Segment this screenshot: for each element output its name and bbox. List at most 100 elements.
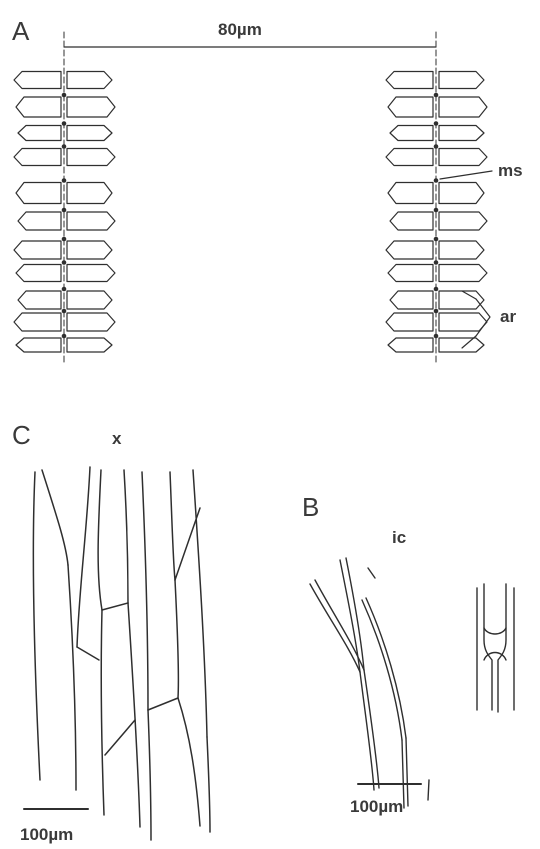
pit-border-upper [484, 628, 506, 634]
tracheid-wall-15 [207, 737, 210, 832]
ar-pointer-upper [462, 291, 476, 299]
right-ray-cell-left [386, 241, 433, 259]
left-ray-cell-left [16, 338, 61, 352]
right-ray-cell-left [386, 72, 433, 89]
end-wall-1 [77, 647, 99, 660]
panel-a-label: A [12, 16, 30, 46]
ms-pointer [440, 171, 492, 179]
tracheid-wall-10 [148, 710, 151, 840]
ic-strand-2 [315, 580, 364, 670]
left-ray-cell-right [67, 212, 115, 230]
left-middle-septum-dot [62, 208, 67, 213]
pit-pair-drawing [477, 584, 514, 712]
left-ray-cell-right [67, 241, 112, 259]
left-ray-cell-left [18, 291, 61, 309]
left-ray-cell-right [67, 126, 112, 141]
end-wall-4 [148, 698, 178, 710]
tracheid-wall-7 [124, 470, 128, 603]
tracheid-wall-8 [128, 603, 140, 827]
tracheid-wall-2 [42, 470, 68, 565]
left-ray-cell-right [67, 313, 115, 331]
tracheid-wall-12 [175, 580, 178, 698]
right-ray-cell-left [390, 212, 433, 230]
right-middle-septum-dot [434, 178, 439, 183]
right-ray-cell-left [388, 338, 433, 352]
right-middle-septum-dot [434, 121, 439, 126]
top-scale-label: 80µm [218, 20, 262, 39]
right-ray-cell-right [439, 338, 484, 352]
right-ray-cell-left [388, 265, 433, 282]
tracheid-drawing [33, 467, 210, 840]
ic-strand-10 [406, 738, 408, 806]
ic-fragment-2 [428, 780, 429, 800]
right-ray-cell-left [390, 291, 433, 309]
tracheid-wall-3 [68, 565, 76, 790]
right-middle-septum-dot [434, 237, 439, 242]
left-middle-septum-dot [62, 144, 67, 149]
right-ray-cell-left [388, 183, 433, 204]
tracheid-wall-4 [77, 467, 90, 647]
right-ray-cell-right [439, 212, 487, 230]
left-ray-cell-right [67, 338, 112, 352]
right-middle-septum-dot [434, 260, 439, 265]
tracheid-wall-13 [178, 698, 200, 826]
end-wall-2 [102, 603, 128, 610]
panel-b: B ic 100µm [302, 492, 514, 816]
left-ray-cell-right [67, 72, 112, 89]
right-ray-cell-right [439, 97, 487, 117]
left-ray-cell-left [16, 183, 61, 204]
ic-strand-8 [366, 598, 406, 738]
tracheid-wall-5 [98, 470, 102, 610]
panel-c-label: C [12, 420, 31, 450]
left-middle-septum-dot [62, 309, 67, 314]
left-ray-cell-right [67, 291, 112, 309]
right-middle-septum-dot [434, 287, 439, 292]
right-middle-septum-dot [434, 208, 439, 213]
left-ray-cell-left [14, 313, 61, 331]
right-ray-cell-right [439, 183, 484, 204]
tracheid-wall-11 [170, 472, 175, 580]
tracheid-wall-1 [33, 472, 40, 780]
left-ray-cell-right [67, 183, 112, 204]
left-ray-cell-left [18, 212, 61, 230]
right-ray-cell-left [386, 149, 433, 166]
left-ray-cell-right [67, 97, 115, 117]
ar-label: ar [500, 307, 516, 326]
panel-b-label: B [302, 492, 319, 522]
left-ray-cell-left [14, 241, 61, 259]
right-ray-cell-left [386, 313, 433, 331]
right-middle-septum-dot [434, 309, 439, 314]
left-middle-septum-dot [62, 93, 67, 98]
right-ray-cell-right [439, 313, 487, 331]
right-middle-septum-dot [434, 93, 439, 98]
right-ray-cell-left [388, 97, 433, 117]
left-ray-cell-left [14, 72, 61, 89]
right-ray-cell-right [439, 149, 487, 166]
panel-c: C x 100µm [12, 420, 210, 844]
right-middle-septum-dot [434, 334, 439, 339]
left-ray-cell-left [16, 265, 61, 282]
left-middle-septum-dot [62, 178, 67, 183]
right-ray-cell-right [439, 265, 487, 282]
pit-wall-3 [498, 584, 506, 712]
right-ray-cell-right [439, 72, 484, 89]
scale-bar-b-label: 100µm [350, 797, 403, 816]
left-ray-cell-right [67, 265, 115, 282]
x-label: x [112, 429, 122, 448]
left-ray-cell-left [14, 149, 61, 166]
ic-strand-7 [362, 600, 402, 740]
right-ray-cell-right [439, 241, 484, 259]
left-middle-septum-dot [62, 260, 67, 265]
left-ray-cell-left [16, 97, 61, 117]
ic-fragment-1 [368, 568, 375, 578]
ms-label: ms [498, 161, 523, 180]
right-ray-cell-left [390, 126, 433, 141]
tracheid-wall-9 [142, 472, 148, 710]
end-wall-3 [105, 720, 135, 755]
tracheid-wall-6 [101, 610, 104, 815]
ic-strand-6 [364, 670, 379, 788]
pit-wall-2 [484, 584, 492, 710]
panel-a: A 80µm ms ar [12, 16, 523, 365]
ic-label: ic [392, 528, 406, 547]
